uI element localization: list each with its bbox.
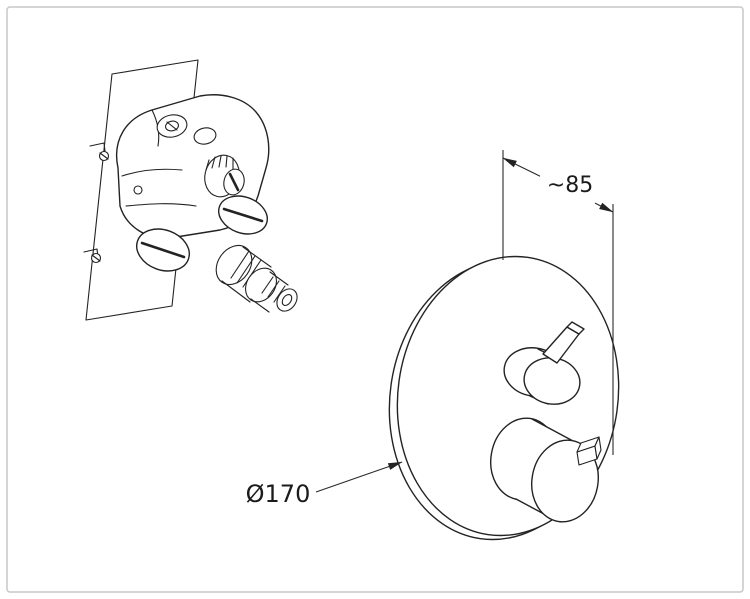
depth-dimension-label: ~85 bbox=[547, 173, 593, 198]
page-frame bbox=[6, 6, 744, 593]
service-cap-left bbox=[136, 228, 190, 272]
spline-teeth-lines bbox=[261, 276, 286, 303]
dimension-plate-diameter: Ø170 bbox=[246, 461, 403, 508]
concealed-valve-assembly bbox=[83, 59, 298, 321]
top-screw-boss bbox=[156, 114, 188, 138]
plate-face bbox=[396, 255, 620, 537]
dimension-projection-depth: ~85 bbox=[502, 150, 614, 455]
knurl-lines bbox=[205, 155, 234, 171]
escutcheon-plate bbox=[388, 255, 620, 541]
diameter-leader-arrow bbox=[315, 461, 403, 493]
secondary-boss bbox=[193, 127, 217, 145]
trim-assembly bbox=[388, 255, 620, 541]
diameter-dimension-label: Ø170 bbox=[246, 480, 311, 508]
depth-dimension-arrow-left bbox=[502, 157, 546, 180]
depth-dimension-arrow-right bbox=[594, 202, 614, 213]
temperature-lever-handle bbox=[503, 321, 585, 405]
thermostat-cartridge bbox=[215, 244, 298, 313]
safety-stop-button bbox=[576, 436, 602, 466]
volume-control-knob bbox=[490, 417, 602, 523]
lever-blade-edge bbox=[566, 321, 585, 335]
service-cap-right bbox=[218, 195, 268, 235]
knurled-stop-spindle bbox=[204, 154, 245, 198]
